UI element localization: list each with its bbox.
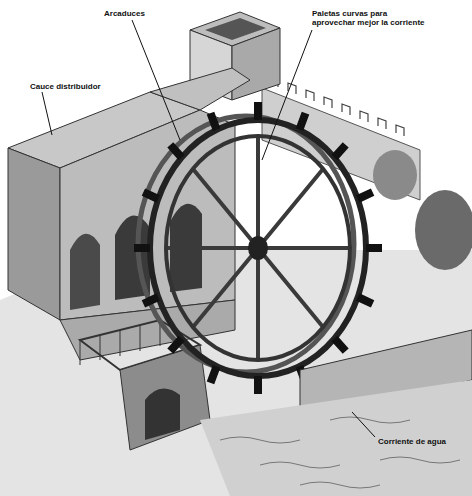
water-current	[200, 380, 472, 496]
leader-line	[132, 20, 180, 140]
wheel-rim	[166, 136, 350, 360]
tower-front	[232, 28, 280, 100]
arcade-wall	[60, 110, 235, 320]
callout-label: Paletas curvas para aprovechar mejor la …	[312, 9, 432, 27]
pit-wall	[120, 345, 210, 450]
callout-label: Corriente de agua	[378, 437, 468, 446]
wheel-hub	[248, 236, 268, 260]
tree	[415, 190, 472, 270]
callout-label: Arcaduces	[104, 9, 184, 18]
wall-side	[8, 148, 60, 320]
arch	[145, 389, 180, 440]
wheel-rim	[150, 120, 366, 376]
leader-line	[352, 412, 375, 437]
leader-line	[42, 92, 52, 135]
wheel-rim	[138, 116, 354, 372]
tree	[373, 150, 417, 200]
callout-label: Cauce distribuidor	[30, 82, 130, 91]
railing	[80, 320, 160, 365]
wheel-spokes	[166, 136, 350, 360]
arch	[70, 234, 100, 310]
leader-line	[262, 30, 312, 160]
water-ripples	[220, 417, 460, 488]
curved-paddles	[134, 102, 382, 394]
